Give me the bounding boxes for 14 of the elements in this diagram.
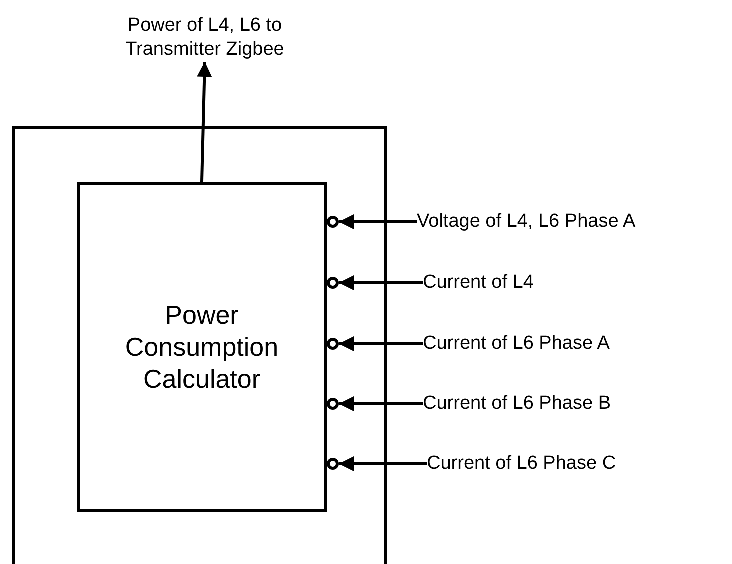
signal-label: Current of L6 Phase A [423, 332, 623, 356]
signal-label: Power of L4, L6 to Transmitter Zigbee [105, 14, 305, 62]
arrow [339, 214, 417, 230]
signal-label: Voltage of L4, L6 Phase A [417, 210, 729, 234]
arrow [339, 456, 427, 472]
signal-label: Current of L4 [423, 271, 623, 295]
signal-label: Current of L6 Phase B [423, 392, 623, 416]
arrow [339, 276, 423, 290]
arrow [339, 396, 423, 412]
enclosure-box [12, 126, 387, 564]
arrow [197, 62, 212, 182]
arrow [339, 336, 423, 352]
signal-label: Current of L6 Phase C [427, 452, 627, 476]
process-box: Power Consumption Calculator [77, 182, 327, 512]
